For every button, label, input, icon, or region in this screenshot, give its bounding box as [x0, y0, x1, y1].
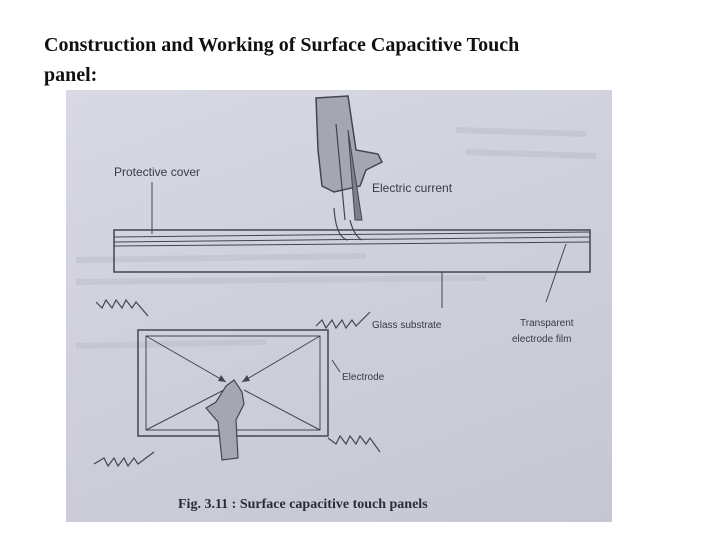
transparent-film-label-line2: electrode film	[512, 334, 571, 345]
heading-line-1: Construction and Working of Surface Capa…	[44, 34, 520, 56]
slide-heading: Construction and Working of Surface Capa…	[44, 30, 684, 90]
finger-touch-icon	[315, 95, 384, 241]
electric-current-label: Electric current	[372, 181, 453, 195]
figure-drawing: Protective cover Electric current Glass …	[75, 95, 597, 512]
protective-cover-label: Protective cover	[114, 165, 200, 179]
panel-cross-section	[113, 229, 591, 273]
electrode-frame	[137, 329, 329, 437]
figure-caption: Fig. 3.11 : Surface capacitive touch pan…	[178, 497, 428, 512]
heading-line-2: panel:	[44, 64, 98, 86]
finger-touch-icon	[205, 379, 245, 461]
glass-substrate-label: Glass substrate	[372, 320, 442, 331]
textbook-figure-photo: Protective cover Electric current Glass …	[66, 90, 612, 522]
transparent-film-label-line1: Transparent	[520, 318, 574, 329]
electrode-label: Electrode	[342, 372, 385, 383]
bleed-through-text	[75, 127, 597, 349]
ac-source-icon	[93, 298, 381, 468]
